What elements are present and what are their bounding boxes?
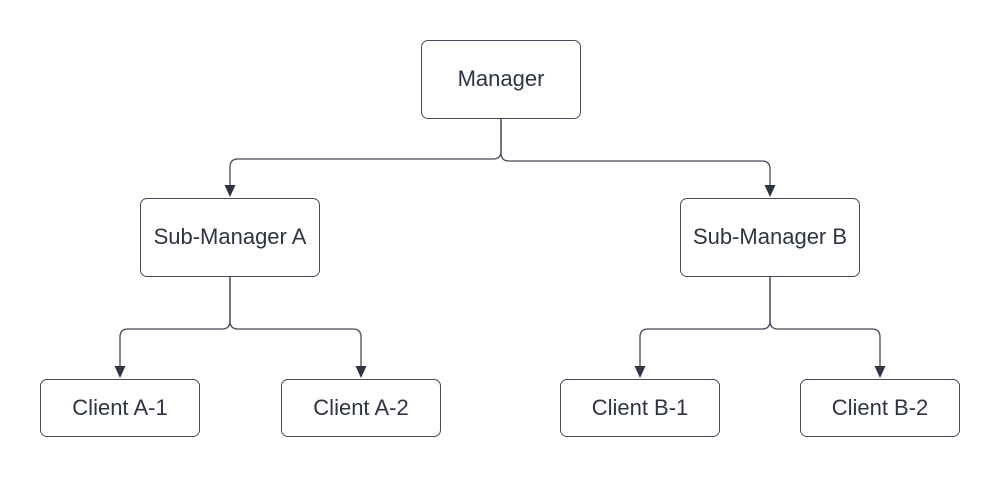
node-client-a2: Client A-2 [281, 379, 441, 437]
arrowhead-down-icon [634, 366, 646, 378]
node-client-a2-label: Client A-2 [313, 394, 409, 420]
edge-manager-to-sub-manager-a [224, 119, 502, 197]
node-sub-manager-a: Sub-Manager A [140, 198, 320, 277]
arrowhead-down-icon [764, 185, 776, 197]
arrowhead-down-icon [874, 366, 886, 378]
node-client-b1-label: Client B-1 [591, 394, 689, 420]
arrowhead-down-icon [114, 366, 126, 378]
node-client-a1: Client A-1 [40, 379, 200, 437]
node-manager-label: Manager [457, 66, 545, 92]
node-manager: Manager [421, 40, 581, 119]
node-client-a1-label: Client A-1 [72, 394, 168, 420]
edge-sub-manager-a-to-client-a1 [114, 277, 231, 378]
node-sub-manager-b: Sub-Manager B [680, 198, 860, 277]
edge-sub-manager-b-to-client-b1 [634, 277, 771, 378]
edge-manager-to-sub-manager-b [500, 119, 776, 197]
arrowhead-down-icon [224, 185, 236, 197]
arrowhead-down-icon [355, 366, 367, 378]
node-client-b2-label: Client B-2 [831, 394, 929, 420]
node-client-b1: Client B-1 [560, 379, 720, 437]
edge-sub-manager-a-to-client-a2 [229, 277, 367, 378]
node-client-b2: Client B-2 [800, 379, 960, 437]
node-sub-manager-a-label: Sub-Manager A [153, 224, 307, 250]
edge-sub-manager-b-to-client-b2 [769, 277, 886, 378]
node-sub-manager-b-label: Sub-Manager B [692, 224, 848, 250]
